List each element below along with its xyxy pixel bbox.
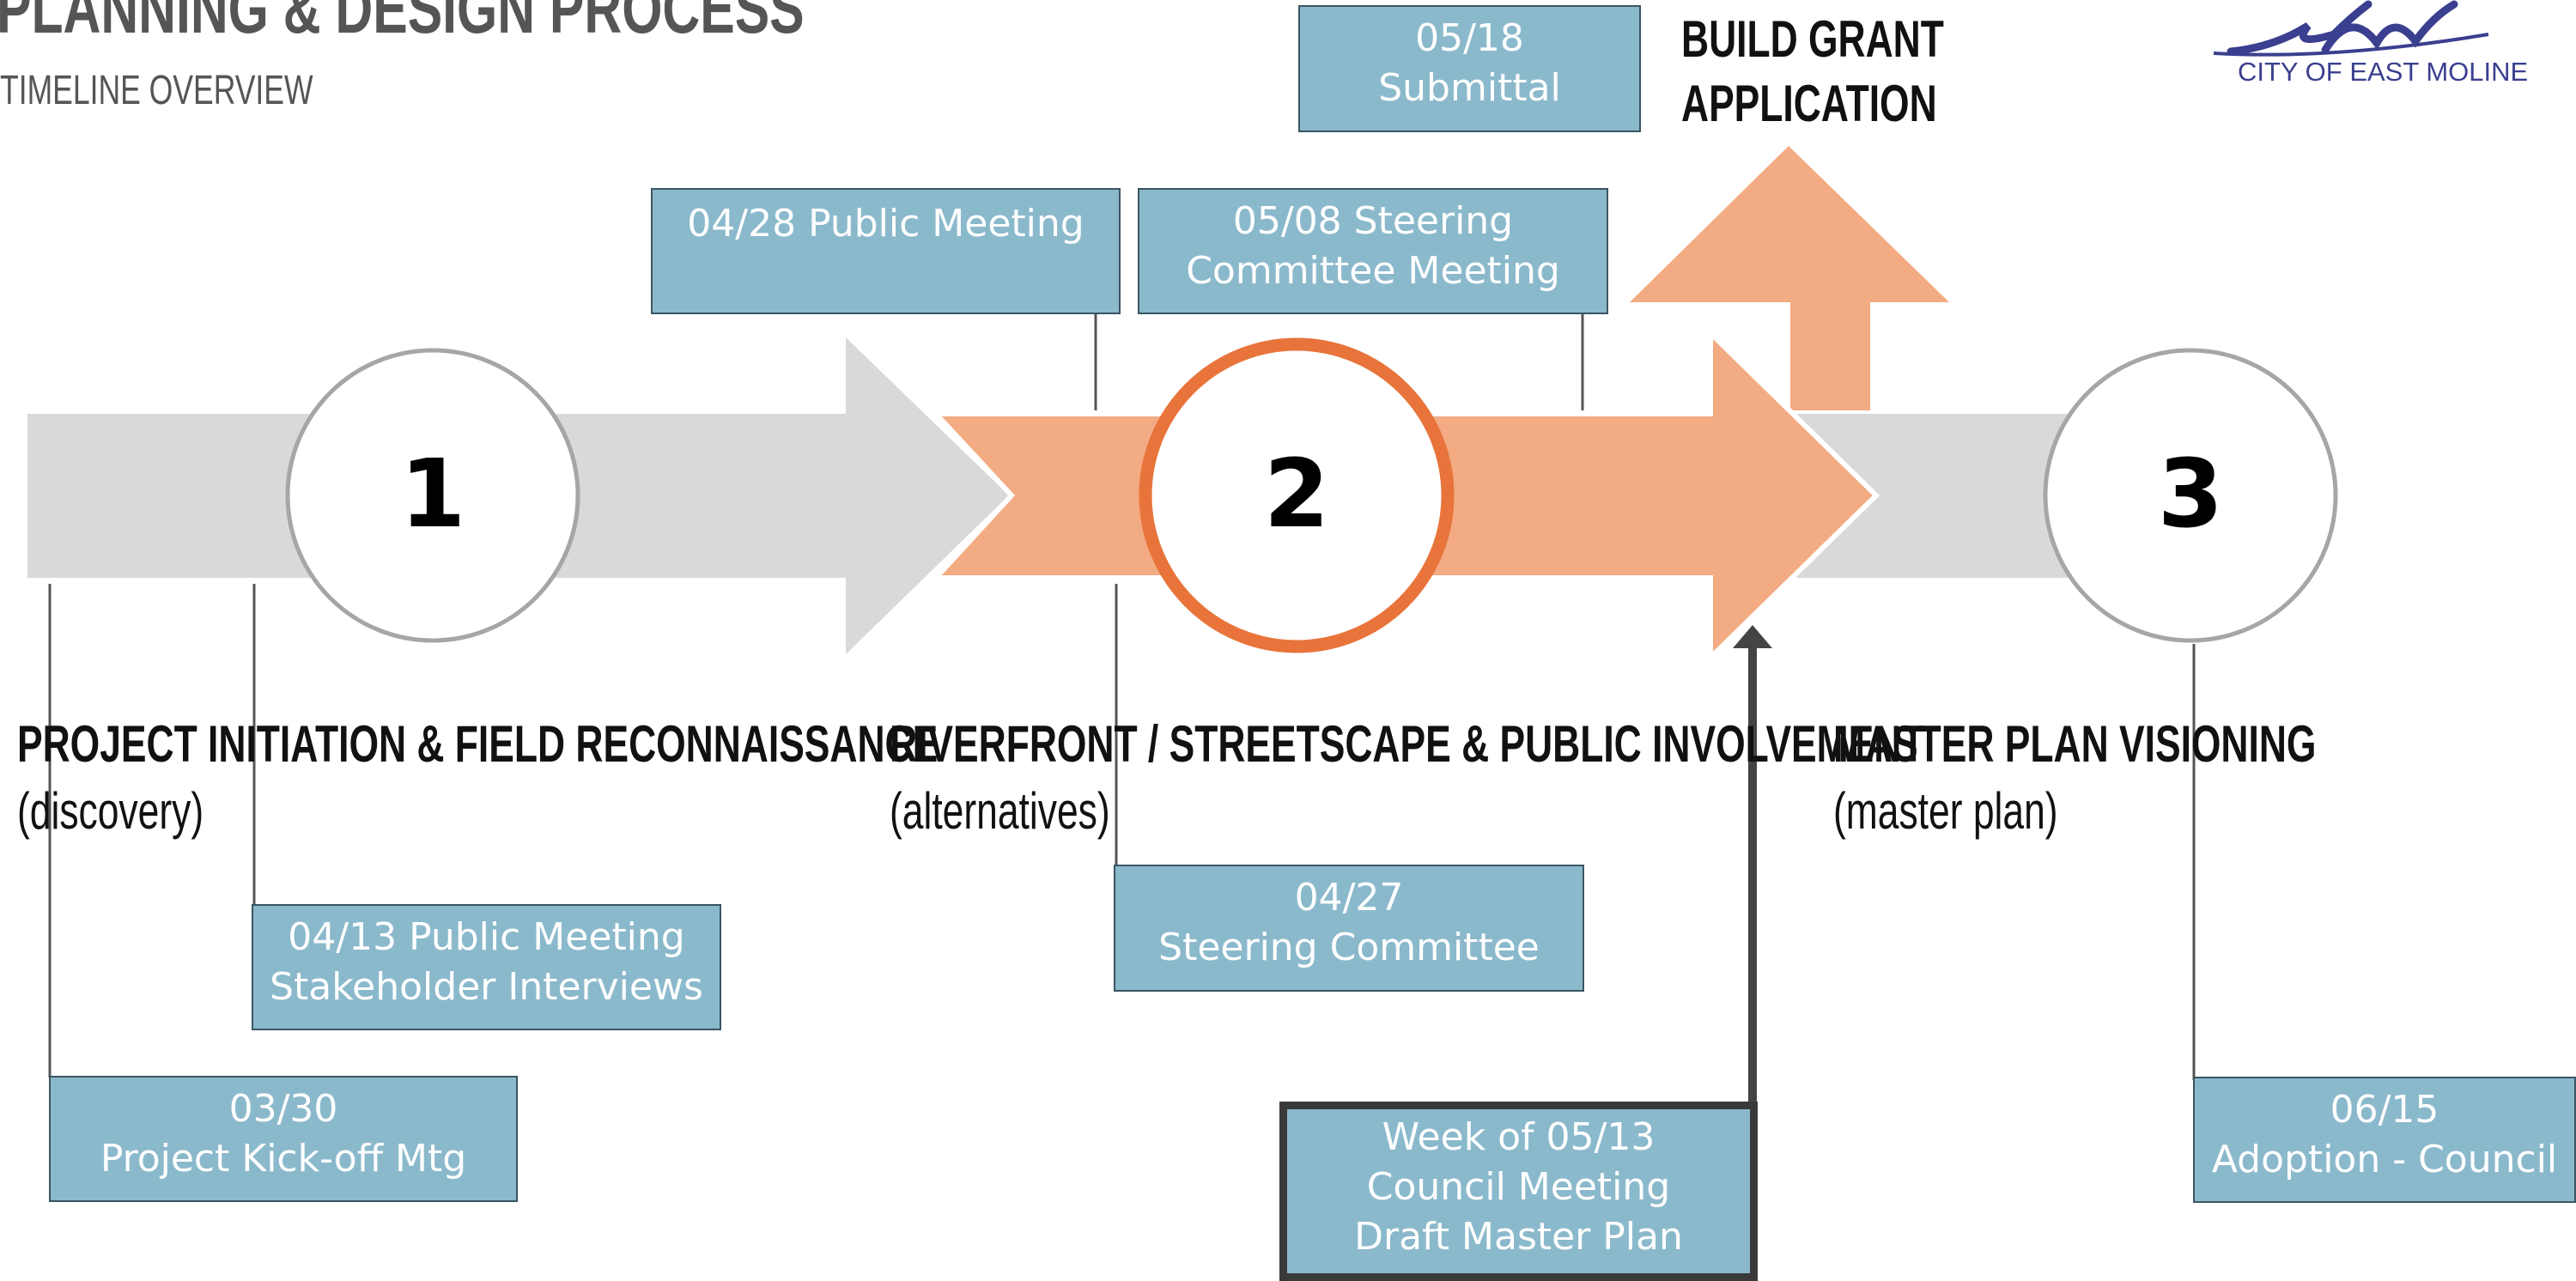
phase-3-sub: (master plan) [1833, 782, 2058, 840]
milestone-steering-0427-label: Steering Committee [1158, 926, 1540, 969]
phase-2-circle [1139, 337, 1455, 653]
milestone-submittal: 05/18 Submittal [1298, 5, 1641, 132]
phase-1-label: PROJECT INITIATION & FIELD RECONNAISSANC… [17, 711, 938, 845]
phase-2-number: 2 [1263, 439, 1330, 549]
milestone-public-0413: 04/13 Public Meeting Stakeholder Intervi… [252, 904, 721, 1030]
phase-1-sub: (discovery) [17, 782, 204, 840]
grant-label-line1: BUILD GRANT [1681, 10, 1944, 68]
phase-2-name: RIVERFRONT / STREETSCAPE & PUBLIC INVOLV… [890, 715, 1925, 773]
page-subtitle: TIMELINE OVERVIEW [0, 68, 313, 113]
grant-up-arrow [1630, 146, 1949, 410]
phase-3-label: MASTER PLAN VISIONING (master plan) [1833, 711, 2316, 845]
connector-lines [48, 313, 2196, 1080]
milestone-public-0428: 04/28 Public Meeting [651, 188, 1121, 314]
phase-1-name: PROJECT INITIATION & FIELD RECONNAISSANC… [17, 715, 939, 773]
milestone-steering-0508: 05/08 Steering Committee Meeting [1138, 188, 1608, 314]
milestone-council-0513: Week of 05/13 Council Meeting Draft Mast… [1279, 1102, 1758, 1281]
milestone-public-0413-line2: Stakeholder Interviews [270, 965, 703, 1009]
council-arrow-head [1733, 625, 1772, 648]
milestone-adoption-date: 06/15 [2330, 1088, 2439, 1132]
milestone-adoption: 06/15 Adoption - Council [2193, 1077, 2576, 1203]
milestone-kickoff-date: 03/30 [228, 1087, 338, 1131]
milestone-steering-0427: 04/27 Steering Committee [1114, 865, 1584, 992]
phase-3-number: 3 [2157, 439, 2224, 549]
city-logo [2213, 0, 2489, 57]
phase-2-sub: (alternatives) [890, 782, 1110, 840]
phase-1-number: 1 [399, 439, 466, 549]
page-title: PLANNING & DESIGN PROCESS [0, 0, 805, 48]
milestone-public-0413-line1: 04/13 Public Meeting [288, 915, 685, 959]
milestone-council-0513-line1: Week of 05/13 [1382, 1115, 1656, 1159]
milestone-public-0428-label: 04/28 Public Meeting [687, 202, 1084, 246]
phase-2-label: RIVERFRONT / STREETSCAPE & PUBLIC INVOLV… [890, 711, 1924, 845]
milestone-adoption-label: Adoption - Council [2211, 1138, 2558, 1181]
grant-label-line2: APPLICATION [1681, 75, 1937, 132]
logo-text: CITY OF EAST MOLINE [2238, 57, 2529, 87]
milestone-council-0513-line3: Draft Master Plan [1354, 1215, 1683, 1259]
milestone-kickoff: 03/30 Project Kick-off Mtg [49, 1076, 518, 1202]
milestone-steering-0508-line2: Committee Meeting [1186, 249, 1560, 293]
milestone-kickoff-label: Project Kick-off Mtg [100, 1137, 467, 1181]
phase-1-circle [285, 348, 580, 643]
milestone-submittal-date: 05/18 [1415, 16, 1524, 60]
grant-label: BUILD GRANT APPLICATION [1681, 7, 1944, 136]
phase-3-name: MASTER PLAN VISIONING [1833, 715, 2317, 773]
milestone-council-0513-line2: Council Meeting [1366, 1165, 1671, 1209]
milestone-steering-0508-line1: 05/08 Steering [1232, 199, 1514, 243]
phase-3-circle [2043, 348, 2338, 643]
milestone-submittal-label: Submittal [1378, 66, 1561, 110]
milestone-steering-0427-date: 04/27 [1294, 876, 1404, 920]
